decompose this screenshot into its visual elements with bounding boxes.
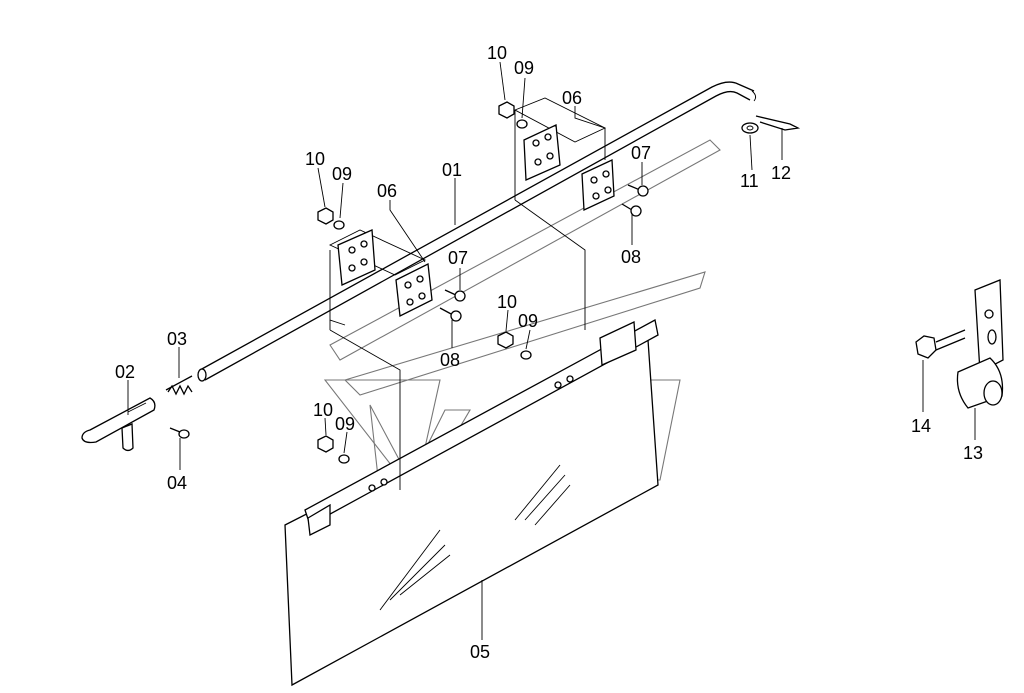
label-01: 01 (442, 160, 462, 180)
screw-04 (169, 427, 190, 439)
label-07-right: 07 (631, 143, 651, 163)
label-10-b: 10 (487, 43, 507, 63)
label-02: 02 (115, 362, 135, 382)
label-12: 12 (771, 163, 791, 183)
nuts-washers (317, 101, 532, 464)
label-09-a: 09 (332, 164, 352, 184)
label-14: 14 (911, 416, 931, 436)
bracket-13 (956, 279, 1004, 409)
label-05: 05 (470, 642, 490, 662)
label-13: 13 (963, 443, 983, 463)
label-04: 04 (167, 473, 187, 493)
hinge-06-right (513, 97, 615, 211)
label-08-left: 08 (440, 350, 460, 370)
clip-12 (755, 115, 801, 131)
label-08-right: 08 (621, 247, 641, 267)
label-10-c: 10 (497, 292, 517, 312)
grip-02 (81, 397, 156, 452)
label-10-a: 10 (305, 149, 325, 169)
hinge-06-left (328, 229, 433, 326)
label-09-b: 09 (514, 58, 534, 78)
bolts-07-08 (439, 184, 649, 322)
label-09-d: 09 (335, 414, 355, 434)
rod-01 (197, 81, 757, 382)
label-07-left: 07 (448, 248, 468, 268)
label-09-c: 09 (518, 311, 538, 331)
label-11: 11 (740, 171, 759, 191)
label-06-left: 06 (377, 181, 397, 201)
glass-panel-05 (284, 199, 659, 687)
washer-11 (741, 122, 759, 134)
label-06-right: 06 (562, 88, 582, 108)
label-10-d: 10 (313, 400, 333, 420)
leader-lines (127, 61, 976, 640)
label-03: 03 (167, 329, 187, 349)
spring-03 (165, 375, 193, 396)
bolt-14 (915, 329, 966, 359)
part-labels: 01 02 03 04 05 06 06 07 07 08 08 09 09 0… (115, 43, 983, 662)
